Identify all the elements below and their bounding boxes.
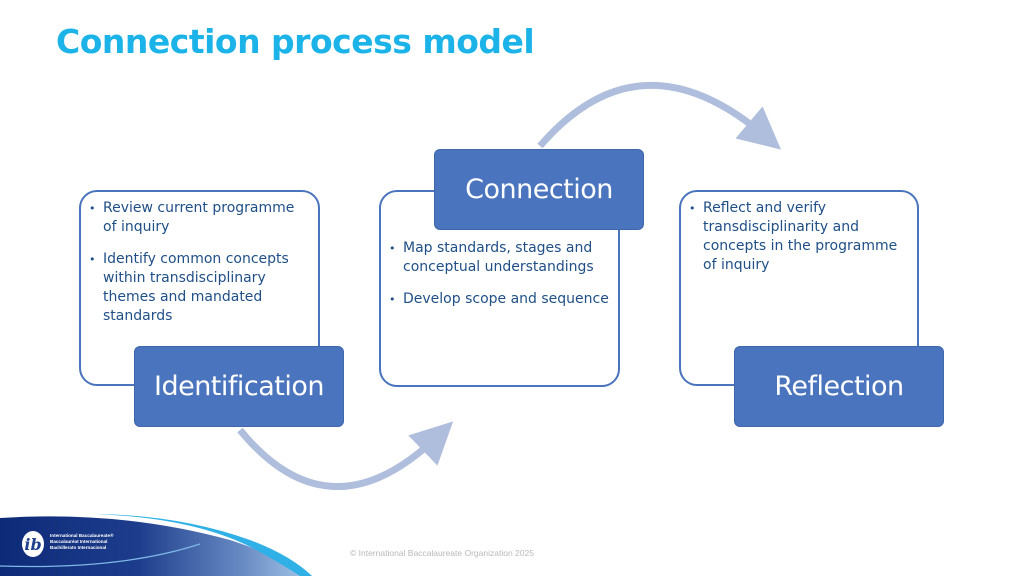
footer-swoosh — [0, 514, 312, 576]
logo-line: Bachillerato Internacional — [50, 545, 107, 550]
bullet-item: Develop scope and sequence — [385, 290, 617, 309]
slide-title: Connection process model — [56, 22, 535, 61]
ib-logo-icon: ib — [22, 531, 44, 557]
stage-box-identification: Review current programme of inquiry Iden… — [79, 190, 320, 386]
stage-label-reflection: Reflection — [734, 346, 944, 427]
logo-line: International Baccalaureate® — [50, 533, 114, 538]
bullet-list: Map standards, stages and conceptual und… — [385, 239, 617, 322]
bullet-list: Reflect and verify transdisciplinarity a… — [685, 199, 911, 288]
arrow-connection-to-reflection — [537, 81, 782, 150]
bullet-item: Map standards, stages and conceptual und… — [385, 239, 617, 277]
bullet-item: Identify common concepts within transdis… — [85, 250, 311, 326]
logo-line: Baccalauréat International — [50, 539, 108, 544]
bullet-list: Review current programme of inquiry Iden… — [85, 199, 311, 339]
stage-label-identification: Identification — [134, 346, 344, 427]
bullet-item: Review current programme of inquiry — [85, 199, 311, 237]
logo-wordmark: International Baccalaureate® Baccalauréa… — [50, 533, 113, 551]
copyright-notice: © International Baccalaureate Organizati… — [350, 548, 534, 558]
bullet-item: Reflect and verify transdisciplinarity a… — [685, 199, 911, 275]
stage-label-connection: Connection — [434, 149, 644, 230]
arrow-identification-to-connection — [237, 421, 454, 490]
